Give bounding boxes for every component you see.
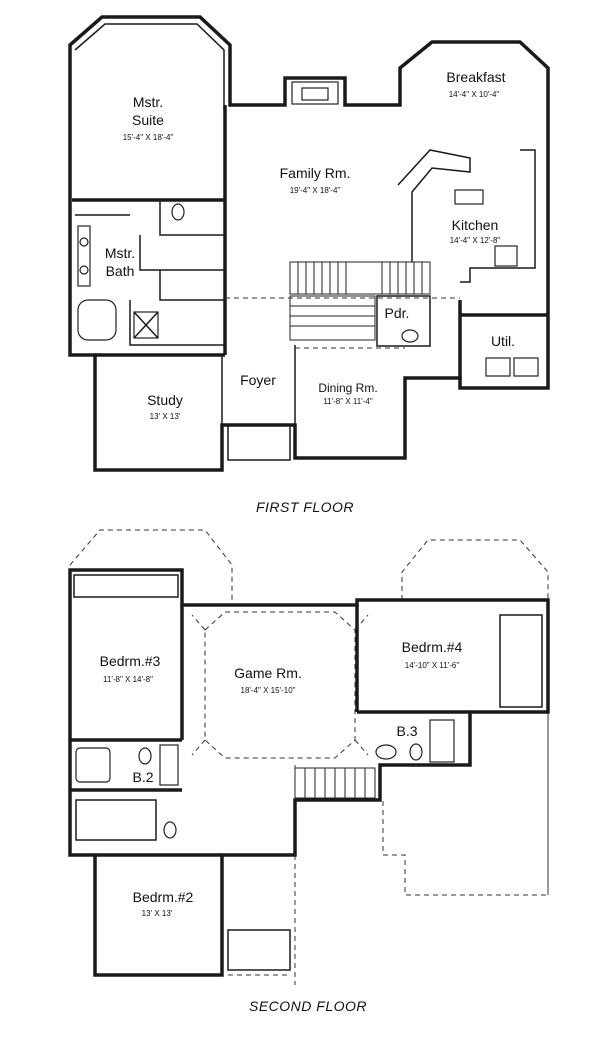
dryer [513,357,539,377]
mstr-bath-label-2: Bath [106,263,135,279]
mstr-bath-wall [75,200,225,346]
second-floor-title: SECOND FLOOR [249,998,367,1014]
refrigerator [494,245,518,267]
kitchen-counter-east [460,149,536,283]
sink-mstr-1 [79,237,89,247]
family-room-label: Family Rm. [280,165,351,181]
second-floor-labels: Bedrm.#3 11'-8" X 14'-8" Game Rm. 18'-4"… [100,639,463,1014]
kitchen-counter [397,149,471,262]
b2-shower [159,744,179,786]
washer [485,357,511,377]
b2-toilet-2 [163,821,177,839]
bedrm3-closet [73,574,179,598]
b3-label: B.3 [396,723,417,739]
dining-label: Dining Rm. [318,381,377,395]
mstr-suite-dims: 15'-4" X 18'-4" [123,133,174,142]
foyer-label: Foyer [240,372,276,388]
breakfast-dims: 14'-4" X 10'-4" [449,90,500,99]
roof-outline-south [294,600,549,985]
first-floor-title: FIRST FLOOR [256,499,354,515]
study-label: Study [147,392,183,408]
first-floor-plan [68,15,550,472]
mstr-suite-wall [74,23,225,110]
game-room-ceiling [204,611,356,759]
pdr-label: Pdr. [385,305,410,321]
first-floor-outer-wall [68,15,550,472]
first-floor-stairs [289,261,431,341]
mstr-suite-label-1: Mstr. [133,94,163,110]
kitchen-label: Kitchen [452,217,499,233]
first-floor-labels: Mstr. Suite 15'-4" X 18'-4" Mstr. Bath F… [105,69,515,515]
b3-tub [429,719,455,763]
second-floor-plan [68,529,550,985]
vanity-mstr [77,225,91,287]
bedrm2-label: Bedrm.#2 [133,889,194,905]
family-room-dims: 19'-4" X 18'-4" [290,186,341,195]
fireplace-hearth [301,87,329,101]
sink-mstr-2 [79,265,89,275]
toilet-mstr [171,203,185,221]
roof-outline-east [401,539,549,600]
b2-toilet [138,747,152,765]
b2-tub [75,747,111,783]
bedrm3-label: Bedrm.#3 [100,653,161,669]
kitchen-island [454,189,484,205]
front-porch [227,424,291,461]
game-room-dims: 18'-4" X 15'-10" [241,686,296,695]
bedrm2-dims: 13' X 13' [142,909,173,918]
b3-sink [375,744,397,760]
mstr-suite-label-2: Suite [132,112,164,128]
bedrm4-closet [499,614,543,708]
tub [77,299,117,341]
game-room-label: Game Rm. [234,665,302,681]
b3-toilet [409,743,423,761]
kitchen-dims: 14'-4" X 12'-8" [450,236,501,245]
study-dims: 13' X 13' [150,412,181,421]
bedrm4-label: Bedrm.#4 [402,639,463,655]
bedrm4-dims: 14'-10" X 11'-6" [405,661,460,670]
shower-cross-2 [133,311,159,339]
pdr-room-wall [376,295,431,347]
toilet-pdr [401,329,419,343]
foyer-wall [221,345,296,425]
b2-label: B.2 [132,769,153,785]
bedrm3-dims: 11'-8" X 14'-8" [103,675,153,684]
roof-outline-west [69,529,233,600]
mstr-bath-label-1: Mstr. [105,245,135,261]
second-floor-stairs [294,767,376,799]
b2-vanity [75,799,157,841]
porch-below [227,929,291,971]
breakfast-label: Breakfast [446,69,505,85]
game-room-ceiling-corner [191,614,369,756]
util-label: Util. [491,333,515,349]
dining-dims: 11'-8" X 11'-4" [323,397,373,406]
